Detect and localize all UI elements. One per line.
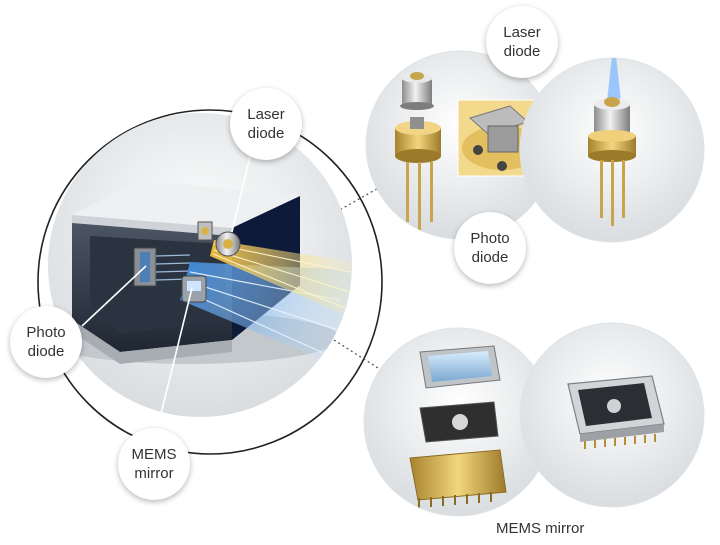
label-laser-diode-main-line1: Laser [247,106,285,123]
connector-laser-detail [335,185,383,213]
main-outline-circle [37,109,383,455]
laser-diode-detail [365,50,555,240]
label-laser-diode-main-line2: diode [247,125,285,142]
label-mems-mirror-main-line1: MEMS [131,446,177,463]
photodiode-can-icon [395,117,441,230]
label-laser-diode-main: Laser diode [230,88,302,160]
lidar-cutaway-illustration [48,113,352,417]
label-laser-diode-detail-line1: Laser [503,24,541,41]
laser-can-detail [519,57,705,243]
label-photo-diode-main-line2: diode [27,343,65,360]
label-photo-diode-detail-line1: Photo [470,230,510,247]
mems-exploded-detail [363,327,553,517]
connector-mems-detail [333,339,379,369]
mems-package-icon [567,375,665,449]
label-laser-diode-detail-line2: diode [503,43,541,60]
label-photo-diode-detail-line2: diode [471,249,509,266]
laser-diode-can-icon [400,72,434,110]
mems-chip-icon [409,345,507,508]
label-mems-mirror-main-line2: mirror [134,465,174,482]
laser-beam-glow [606,58,622,110]
label-photo-diode-main: Photo diode [10,306,82,378]
label-mems-mirror-main: MEMS mirror [118,428,190,500]
label-laser-diode-detail: Laser diode [486,6,558,78]
laser-can-icon [588,97,636,226]
mems-mirror-caption: MEMS mirror [496,520,585,537]
mems-package-detail [519,322,705,508]
label-photo-diode-main-line1: Photo [26,324,66,341]
label-photo-diode-detail: Photo diode [454,212,526,284]
